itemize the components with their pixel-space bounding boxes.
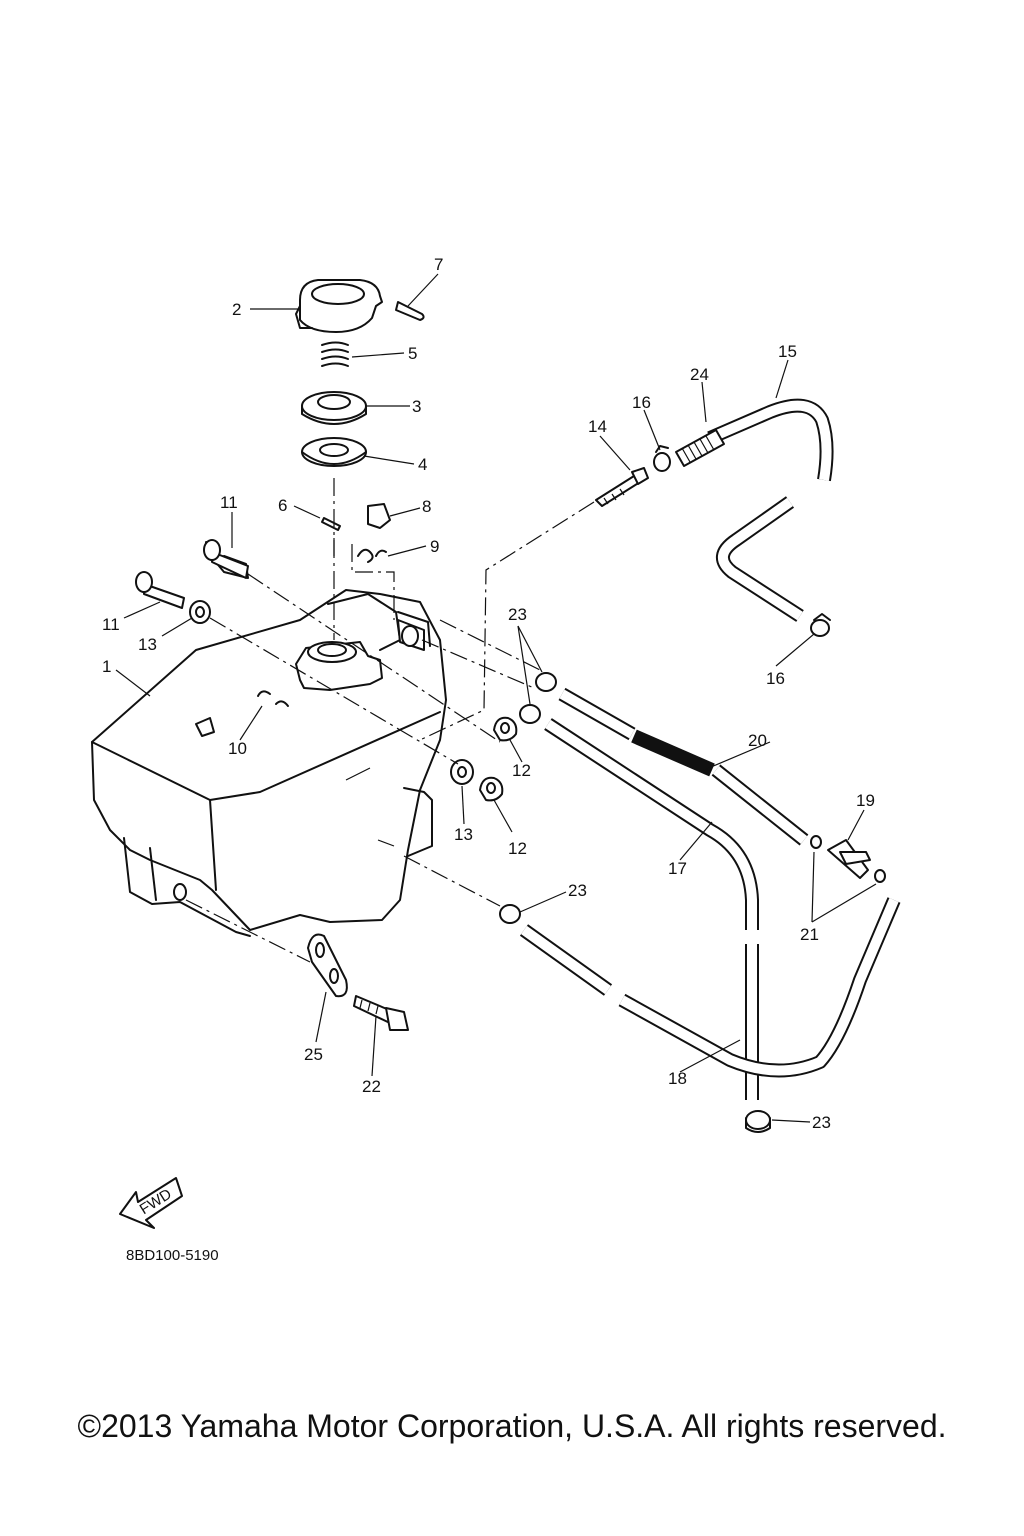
copyright-notice: ©2013 Yamaha Motor Corporation, U.S.A. A… bbox=[77, 1408, 947, 1444]
callout-23-middle: 23 bbox=[568, 881, 587, 900]
callout-8: 8 bbox=[422, 497, 431, 516]
collar-12-lower[interactable] bbox=[479, 776, 504, 802]
hose-clamp-23-upper[interactable] bbox=[519, 672, 557, 724]
hose-clamp-23-middle[interactable] bbox=[499, 904, 521, 924]
callout-11-lower: 11 bbox=[102, 615, 120, 634]
part-code: 8BD100-5190 bbox=[126, 1247, 219, 1264]
bolt-11-lower[interactable] bbox=[135, 571, 185, 609]
bolt-14[interactable] bbox=[595, 467, 649, 507]
filler-cap[interactable] bbox=[295, 279, 383, 333]
callout-21: 21 bbox=[800, 925, 819, 944]
fwd-arrow-icon: FWD bbox=[119, 1177, 183, 1229]
hose-18[interactable] bbox=[519, 897, 901, 1078]
hose-clamp-16-upper[interactable] bbox=[653, 445, 671, 472]
cap-spring[interactable] bbox=[321, 341, 349, 367]
clip-8[interactable] bbox=[367, 503, 391, 529]
fuel-tank[interactable] bbox=[91, 589, 447, 937]
callout-17: 17 bbox=[668, 859, 687, 878]
callout-19: 19 bbox=[856, 791, 875, 810]
callout-22: 22 bbox=[362, 1077, 381, 1096]
callout-15: 15 bbox=[778, 342, 797, 361]
washer-13-upper[interactable] bbox=[189, 600, 211, 624]
hose-15[interactable] bbox=[707, 398, 834, 622]
callout-12-upper: 12 bbox=[512, 761, 531, 780]
cap-gasket[interactable] bbox=[301, 437, 367, 467]
callout-6: 6 bbox=[278, 496, 287, 515]
clip-21[interactable] bbox=[810, 835, 886, 883]
leader-lines bbox=[115, 273, 877, 1123]
callout-7: 7 bbox=[434, 255, 443, 274]
callout-12-lower: 12 bbox=[508, 839, 527, 858]
bolt-22[interactable] bbox=[353, 995, 409, 1031]
callout-16-upper: 16 bbox=[632, 393, 651, 412]
callout-18: 18 bbox=[668, 1069, 687, 1088]
strainer[interactable] bbox=[301, 391, 367, 425]
callout-labels: 1 2 3 4 5 6 7 8 9 10 11 11 12 12 13 13 1… bbox=[102, 255, 875, 1132]
callout-23-lower: 23 bbox=[812, 1113, 831, 1132]
cap-pin[interactable] bbox=[395, 301, 425, 321]
callout-13-lower: 13 bbox=[454, 825, 473, 844]
washer-13-lower[interactable] bbox=[450, 759, 474, 785]
hose-clamp-23-lower[interactable] bbox=[745, 1110, 771, 1133]
callout-13-upper: 13 bbox=[138, 635, 157, 654]
callout-20: 20 bbox=[748, 731, 767, 750]
callout-23-upper: 23 bbox=[508, 605, 527, 624]
callout-5: 5 bbox=[408, 344, 417, 363]
callout-10: 10 bbox=[228, 739, 247, 758]
callout-25: 25 bbox=[304, 1045, 323, 1064]
callout-3: 3 bbox=[412, 397, 421, 416]
callout-14: 14 bbox=[588, 417, 607, 436]
clip-9[interactable] bbox=[357, 548, 387, 563]
pin-6[interactable] bbox=[321, 517, 341, 531]
callout-16-lower: 16 bbox=[766, 669, 785, 688]
hose-clamp-16-lower[interactable] bbox=[810, 613, 831, 637]
callout-2: 2 bbox=[232, 300, 241, 319]
collar-12-upper[interactable] bbox=[493, 716, 518, 742]
spring-24[interactable] bbox=[675, 429, 725, 467]
callout-1: 1 bbox=[102, 657, 111, 676]
callout-24: 24 bbox=[690, 365, 709, 384]
callout-9: 9 bbox=[430, 537, 439, 556]
bolt-11-upper[interactable] bbox=[203, 539, 249, 579]
clip-10[interactable] bbox=[257, 690, 289, 707]
callout-11-upper: 11 bbox=[220, 493, 238, 512]
mounting-plate[interactable] bbox=[307, 933, 348, 998]
joint-19[interactable] bbox=[827, 839, 871, 879]
hose-20[interactable] bbox=[558, 687, 809, 846]
callout-4: 4 bbox=[418, 455, 427, 474]
